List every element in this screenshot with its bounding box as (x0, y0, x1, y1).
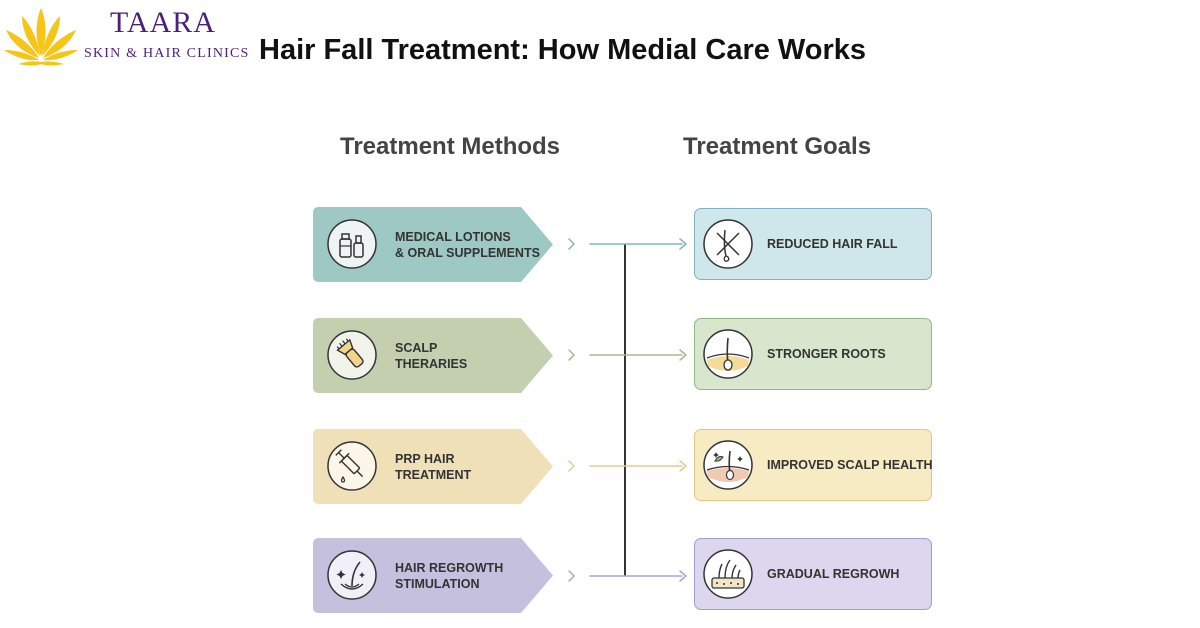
connector-4 (568, 570, 687, 582)
scalp-device-icon (327, 330, 377, 380)
goals-heading: Treatment Goals (683, 133, 872, 160)
goal-card-gradual-regrowth: GRADUAL REGROWH (694, 538, 932, 610)
goal-card-reduced-hair-fall: REDUCED HAIR FALL (694, 208, 932, 280)
method-line1: HAIR REGROWTH (395, 560, 504, 575)
method-arrow-shape (313, 429, 553, 504)
connector-3 (568, 460, 687, 472)
connector-1 (568, 238, 687, 250)
hair-sparkle-icon (327, 550, 377, 600)
method-line2: & ORAL SUPPLEMENTS (395, 245, 540, 260)
regrowth-icon (703, 549, 753, 599)
method-line2: STIMULATION (395, 576, 480, 591)
brand-name: TAARA (110, 6, 216, 39)
healthy-scalp-icon (703, 440, 753, 490)
method-line2: THERARIES (395, 356, 468, 371)
bottles-icon (327, 219, 377, 269)
goal-card-scalp-health: IMPROVED SCALP HEALTH (694, 429, 933, 501)
connector-2 (568, 349, 687, 361)
goal-label: IMPROVED SCALP HEALTH (767, 458, 933, 472)
brand-tagline: SKIN & HAIR CLINICS (84, 46, 250, 61)
method-card-lotions: MEDICAL LOTIONS& ORAL SUPPLEMENTS (313, 207, 553, 282)
brand-logo: TAARA SKIN & HAIR CLINICS (0, 2, 250, 68)
lotus-logo-icon (4, 8, 78, 66)
method-arrow-shape (313, 538, 553, 613)
syringe-icon (327, 441, 377, 491)
goal-card-stronger-roots: STRONGER ROOTS (694, 318, 932, 390)
goal-label: GRADUAL REGROWH (767, 567, 900, 581)
method-line2: TREATMENT (395, 467, 472, 482)
method-arrow-shape (313, 318, 553, 393)
crossed-hair-icon (703, 219, 753, 269)
method-arrow-shape (313, 207, 553, 282)
method-label: MEDICAL LOTIONS& ORAL SUPPLEMENTS (395, 207, 545, 282)
method-line1: PRP HAIR (395, 451, 455, 466)
methods-heading: Treatment Methods (340, 133, 561, 160)
goal-label: REDUCED HAIR FALL (767, 237, 898, 251)
method-line1: MEDICAL LOTIONS (395, 229, 511, 244)
method-line1: SCALP (395, 340, 438, 355)
page-title: Hair Fall Treatment: How Medial Care Wor… (259, 34, 867, 66)
goal-label: STRONGER ROOTS (767, 347, 886, 361)
hair-root-icon (703, 329, 753, 379)
